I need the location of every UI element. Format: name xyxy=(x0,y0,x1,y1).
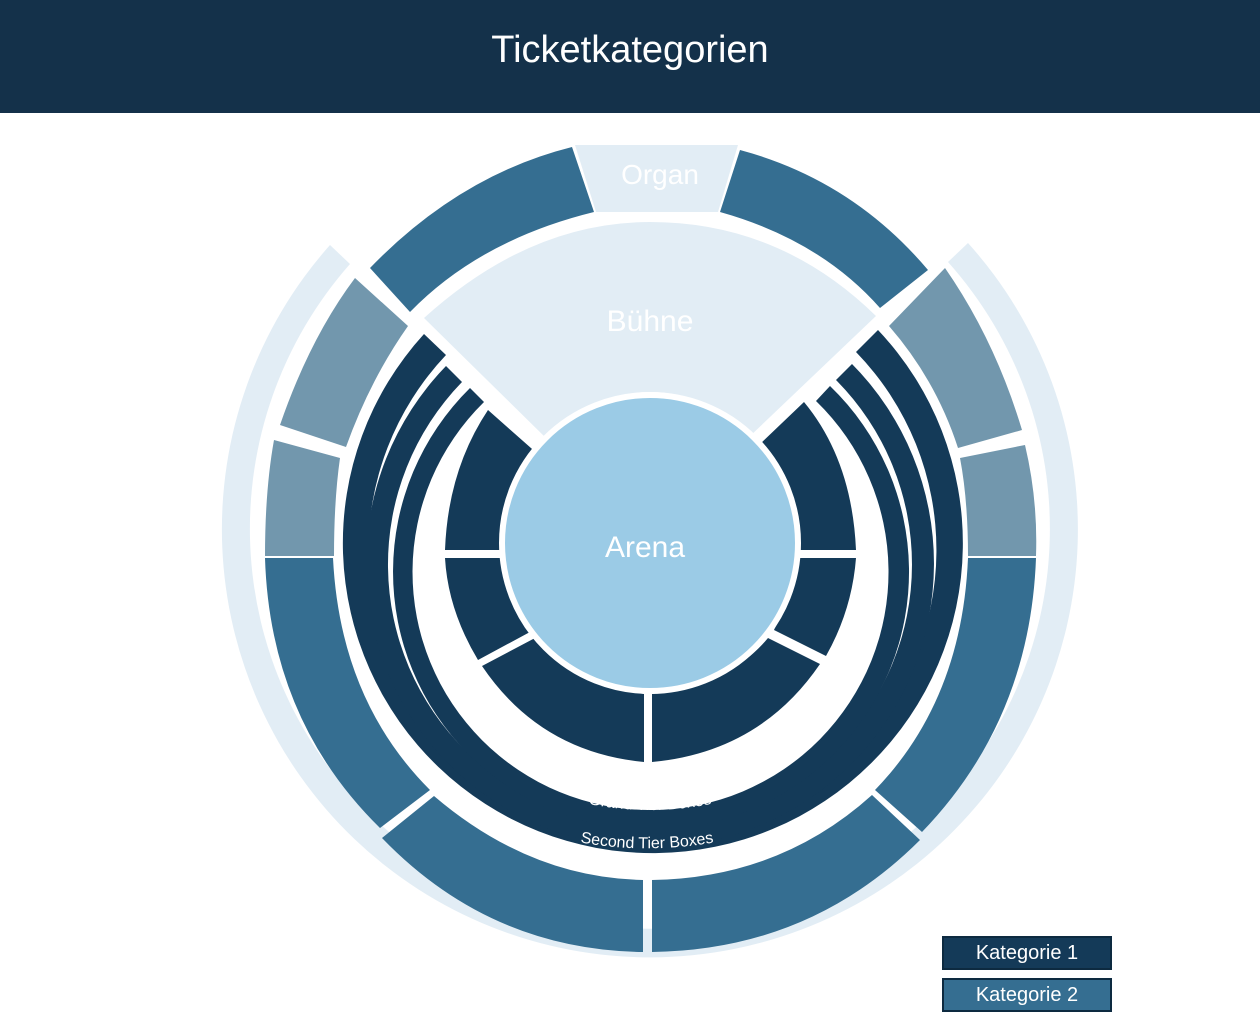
section-top-left[interactable] xyxy=(370,147,594,312)
section-inner-bottom-left[interactable] xyxy=(482,638,644,762)
stage-label: Bühne xyxy=(607,305,694,338)
legend-label: Kategorie 1 xyxy=(975,941,1079,964)
section-loggia-boxes[interactable] xyxy=(393,386,910,830)
section-arena[interactable] xyxy=(499,392,801,694)
legend-kategorie-2: Kategorie 2 xyxy=(942,978,1112,1012)
section-bottom-left[interactable] xyxy=(382,796,643,952)
section-grand-tier-boxes[interactable] xyxy=(365,364,934,848)
section-upper-right-muted xyxy=(889,268,1022,448)
legend-kategorie-1: Kategorie 1 xyxy=(942,936,1112,970)
section-organ[interactable] xyxy=(575,145,738,212)
grand-tier-boxes-label: Grand Tier Boxes xyxy=(587,791,712,814)
section-lower-left[interactable] xyxy=(265,558,430,828)
section-lower-right[interactable] xyxy=(875,558,1036,832)
section-bottom-right[interactable] xyxy=(652,795,920,952)
section-second-tier-boxes[interactable] xyxy=(342,330,963,854)
section-top-right[interactable] xyxy=(720,150,928,308)
section-inner-right-upper[interactable] xyxy=(758,402,856,550)
loggia-boxes-label: Loggia Boxes xyxy=(601,762,699,783)
page-header: Ticketkategorien xyxy=(0,0,1260,113)
section-mid-right-muted xyxy=(960,445,1037,556)
arena-label: Arena xyxy=(605,531,685,564)
outer-band xyxy=(221,243,1078,958)
organ-label: Organ xyxy=(621,159,699,190)
section-stage xyxy=(424,222,876,440)
page-title: Ticketkategorien xyxy=(491,29,769,71)
section-upper-left-muted xyxy=(280,278,408,447)
second-tier-boxes-label: Second Tier Boxes xyxy=(579,830,714,853)
section-mid-left-muted xyxy=(265,440,340,556)
legend-label: Kategorie 2 xyxy=(975,983,1079,1006)
section-inner-bottom-right[interactable] xyxy=(652,638,820,762)
